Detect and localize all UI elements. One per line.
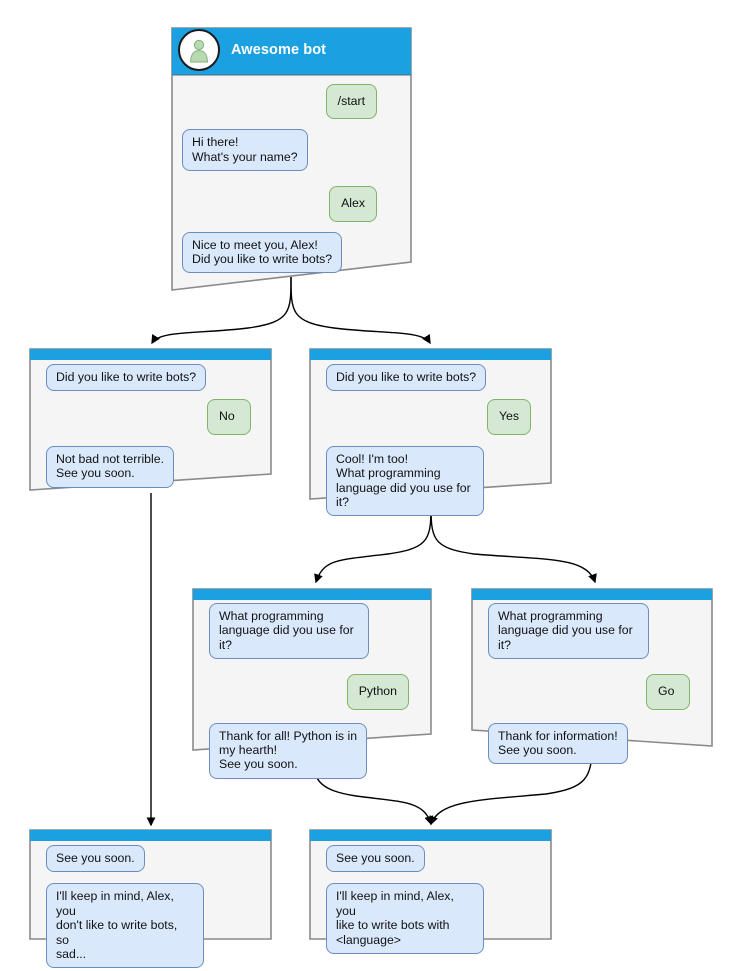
message-bubble-user[interactable]: Yes bbox=[486, 399, 531, 435]
message-bubble-user[interactable]: Python bbox=[346, 674, 409, 710]
card-end-no-header bbox=[28, 828, 273, 838]
message-bubble-bot[interactable]: Hi there! What's your name? bbox=[182, 129, 308, 172]
message-bubble-user[interactable]: /start bbox=[325, 84, 377, 120]
card-python-branch[interactable]: What programming language did you use fo… bbox=[191, 587, 433, 779]
card-end-yes-header bbox=[308, 828, 553, 838]
message-bubble-bot[interactable]: I'll keep in mind, Alex, you don't like … bbox=[46, 883, 204, 969]
person-glyph bbox=[190, 39, 208, 62]
card-end-yes-messages: See you soon. I'll keep in mind, Alex, y… bbox=[308, 845, 553, 955]
card-go-branch[interactable]: What programming language did you use fo… bbox=[470, 587, 714, 765]
card-root[interactable]: Awesome bot /start Hi there! What's your… bbox=[170, 26, 413, 292]
card-root-header: Awesome bot bbox=[170, 26, 413, 73]
card-go-branch-header bbox=[470, 587, 714, 597]
message-bubble-bot[interactable]: What programming language did you use fo… bbox=[209, 603, 369, 660]
message-bubble-bot[interactable]: Thank for information! See you soon. bbox=[488, 722, 628, 765]
message-bubble-bot[interactable]: See you soon. bbox=[46, 845, 145, 873]
message-bubble-bot[interactable]: Thank for all! Python is in my hearth! S… bbox=[209, 722, 368, 779]
message-bubble-bot[interactable]: Not bad not terrible. See you soon. bbox=[46, 445, 175, 488]
message-bubble-bot[interactable]: What programming language did you use fo… bbox=[488, 603, 650, 660]
card-yes-branch[interactable]: Did you like to write bots? Yes Cool! I'… bbox=[308, 347, 553, 517]
card-no-branch-messages: Did you like to write bots? No Not bad n… bbox=[28, 364, 273, 488]
message-bubble-bot[interactable]: See you soon. bbox=[326, 845, 425, 873]
message-bubble-user[interactable]: Go bbox=[646, 674, 690, 710]
card-no-branch[interactable]: Did you like to write bots? No Not bad n… bbox=[28, 347, 273, 492]
message-bubble-bot[interactable]: Nice to meet you, Alex! Did you like to … bbox=[182, 231, 343, 274]
message-bubble-user[interactable]: No bbox=[207, 399, 251, 435]
card-root-messages: /start Hi there! What's your name? Alex … bbox=[170, 84, 413, 284]
message-bubble-user[interactable]: Alex bbox=[329, 186, 377, 222]
card-yes-branch-messages: Did you like to write bots? Yes Cool! I'… bbox=[308, 364, 553, 517]
message-bubble-bot[interactable]: Did you like to write bots? bbox=[326, 364, 487, 392]
card-end-yes[interactable]: See you soon. I'll keep in mind, Alex, y… bbox=[308, 828, 553, 955]
card-no-branch-header bbox=[28, 347, 273, 357]
card-end-no[interactable]: See you soon. I'll keep in mind, Alex, y… bbox=[28, 828, 273, 969]
message-bubble-bot[interactable]: Cool! I'm too! What programming language… bbox=[326, 445, 484, 517]
card-python-branch-messages: What programming language did you use fo… bbox=[191, 603, 433, 779]
card-yes-branch-header bbox=[308, 347, 553, 357]
card-go-branch-messages: What programming language did you use fo… bbox=[470, 603, 714, 765]
message-bubble-bot[interactable]: Did you like to write bots? bbox=[46, 364, 207, 392]
card-python-branch-header bbox=[191, 587, 433, 597]
message-bubble-bot[interactable]: I'll keep in mind, Alex, you like to wri… bbox=[326, 883, 484, 955]
user-avatar-icon bbox=[178, 28, 220, 71]
card-end-no-messages: See you soon. I'll keep in mind, Alex, y… bbox=[28, 845, 273, 969]
bot-title: Awesome bot bbox=[231, 41, 327, 58]
